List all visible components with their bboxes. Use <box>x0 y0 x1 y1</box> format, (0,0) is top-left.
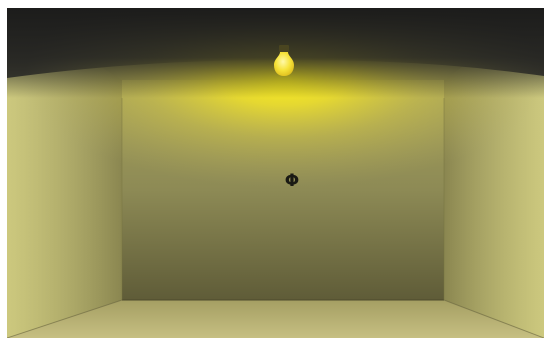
room-illustration: Φ <box>7 8 544 338</box>
room-svg <box>7 8 544 338</box>
phi-symbol: Φ <box>277 166 307 196</box>
